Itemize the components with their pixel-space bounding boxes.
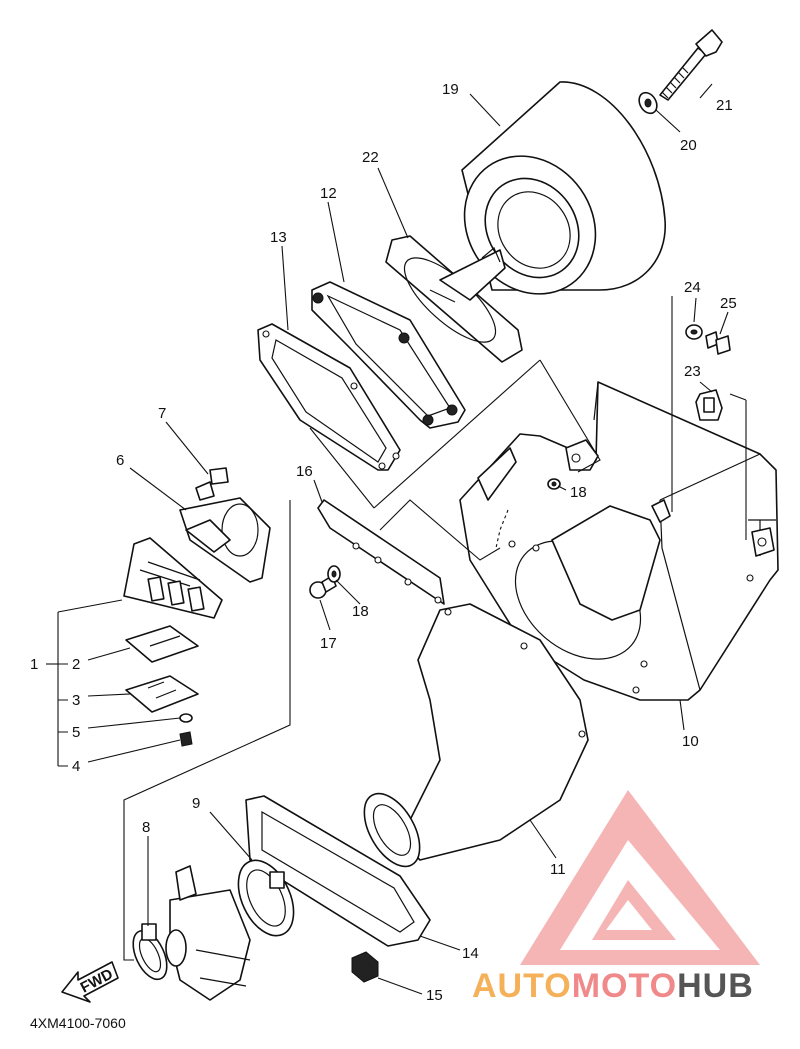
callout-12: 12 — [320, 185, 337, 202]
callout-13: 13 — [270, 229, 287, 246]
callout-9: 9 — [192, 795, 200, 812]
watermark-logo — [520, 790, 760, 965]
forward-direction-arrow: FWD — [61, 961, 119, 1003]
callout-16: 16 — [296, 463, 313, 480]
watermark-word-moto: MOTO — [572, 967, 677, 1005]
callout-21: 21 — [716, 97, 733, 114]
filter-frame — [311, 281, 466, 429]
nut — [351, 951, 379, 983]
bolt-7 — [195, 467, 229, 501]
callout-25: 25 — [720, 295, 737, 312]
callout-6: 6 — [116, 452, 124, 469]
callout-18-lower: 18 — [352, 603, 369, 620]
watermark-text: AUTOMOTOHUB — [472, 967, 754, 1005]
washer-24 — [685, 324, 703, 340]
watermark-word-auto: AUTO — [472, 967, 572, 1005]
callout-17: 17 — [320, 635, 337, 652]
callout-15: 15 — [426, 987, 443, 1004]
callout-1: 1 — [30, 656, 38, 673]
drawing-code: 4XM4100-7060 — [30, 1015, 126, 1031]
callout-leaders — [46, 83, 729, 995]
callout-10: 10 — [682, 733, 699, 750]
watermark-word-hub: HUB — [677, 967, 754, 1005]
clamp-8 — [132, 923, 168, 981]
callout-18-upper: 18 — [570, 484, 587, 501]
callout-11: 11 — [550, 861, 566, 878]
air-filter-case — [459, 381, 779, 701]
callout-19: 19 — [442, 81, 459, 98]
filter-bolt — [638, 29, 723, 115]
reed-valve-assembly — [123, 537, 223, 747]
callout-22: 22 — [362, 149, 379, 166]
bolt-25 — [705, 331, 731, 355]
callout-8: 8 — [142, 819, 150, 836]
clip-23 — [695, 389, 723, 421]
air-filter-element — [461, 81, 666, 295]
clamp-9 — [237, 859, 295, 937]
filter-guide — [385, 235, 523, 363]
callout-24: 24 — [684, 279, 701, 296]
callout-labels: 1 2 3 4 5 6 7 8 9 10 11 12 13 14 15 16 1… — [30, 81, 737, 1004]
carburetor — [165, 865, 251, 1001]
callout-20: 20 — [680, 137, 697, 154]
intake-joint — [363, 603, 589, 868]
plate-16 — [317, 499, 445, 605]
callout-2: 2 — [72, 656, 80, 673]
reed-valve-plate — [179, 497, 271, 583]
washer-18a — [327, 565, 341, 583]
callout-14: 14 — [462, 945, 479, 962]
callout-7: 7 — [158, 405, 166, 422]
callout-5: 5 — [72, 724, 80, 741]
gasket — [257, 323, 401, 471]
callout-3: 3 — [72, 692, 80, 709]
washer-18b — [547, 478, 561, 490]
callout-23: 23 — [684, 363, 701, 380]
callout-4: 4 — [72, 758, 80, 775]
assembly-group-lines — [123, 296, 747, 961]
svg-text:AUTOMOTOHUB: AUTOMOTOHUB — [472, 967, 754, 1005]
